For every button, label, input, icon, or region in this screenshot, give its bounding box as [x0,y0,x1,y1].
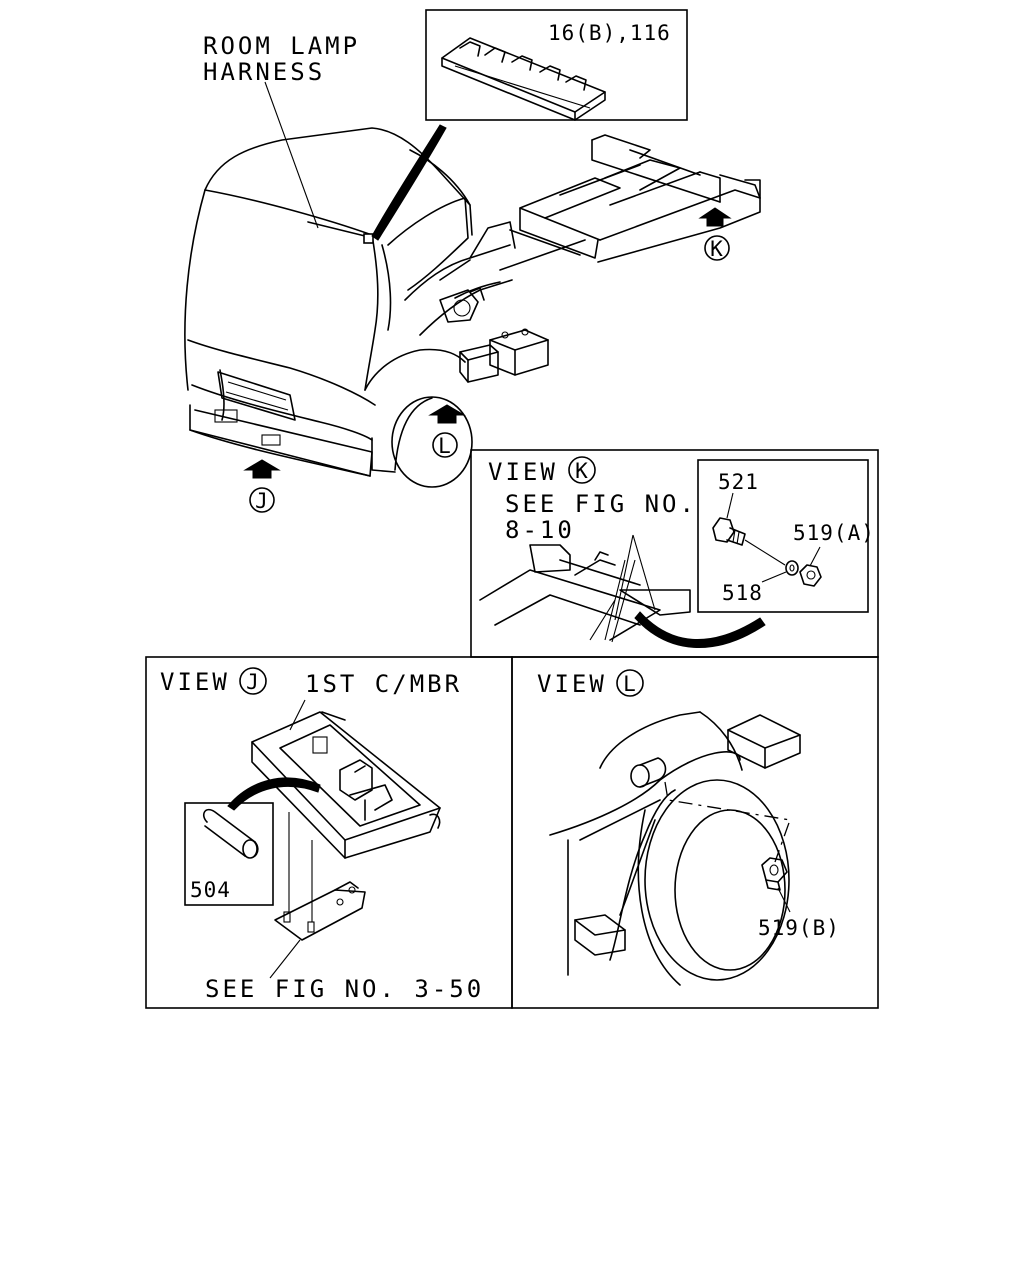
arrow-j-letter: J [255,489,269,513]
arrow-l-letter: L [438,434,452,458]
view-l-title-word: VIEW [537,670,607,698]
room-lamp-label-line2: HARNESS [203,58,325,86]
view-j-panel: VIEW J 1ST C/MBR 504 [145,656,513,1009]
view-l-title-letter: L [623,672,637,696]
part-label-518: 518 [722,581,763,605]
view-k-title-word: VIEW [488,458,558,486]
see-fig-8-10-line2: 8-10 [505,516,575,544]
view-k-panel: VIEW K SEE FIG NO. 8-10 521 519(A) 518 [470,449,879,658]
part-label-519a: 519(A) [793,521,875,545]
first-crossmember-label: 1ST C/MBR [305,670,462,698]
view-arrow-k: K [698,207,732,261]
part-label-521: 521 [718,470,759,494]
view-arrow-j: J [243,459,281,513]
view-l-panel: VIEW L 519(B) [511,656,879,1009]
part-label-16b-116: 16(B),116 [548,21,671,45]
view-k-title-letter: K [575,459,589,483]
room-lamp-label-line1: ROOM LAMP [203,32,360,60]
view-arrow-l: L [428,404,466,458]
arrow-k-letter: K [710,237,724,261]
truck-illustration [184,81,761,488]
see-fig-3-50-label: SEE FIG NO. 3-50 [205,975,484,1003]
see-fig-8-10-line1: SEE FIG NO. [505,490,697,518]
view-j-title-word: VIEW [160,668,230,696]
part-label-504: 504 [190,878,231,902]
part-label-519b: 519(B) [758,916,840,940]
view-j-title-letter: J [246,670,260,694]
inset-harness-connector: 16(B),116 [425,9,688,121]
